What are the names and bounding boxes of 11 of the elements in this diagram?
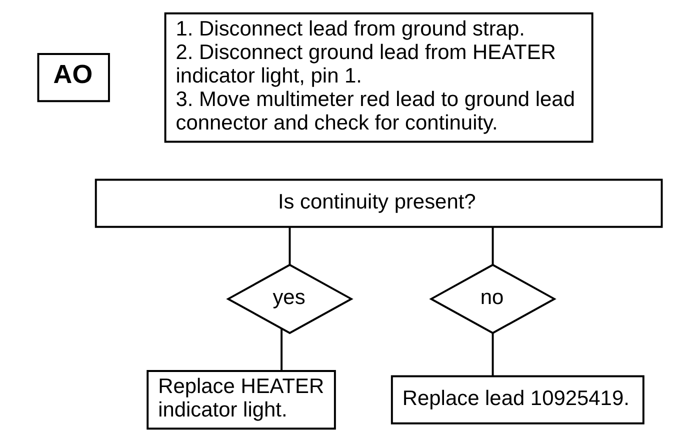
node-box: Is continuity present?	[94, 178, 662, 228]
connector	[288, 226, 290, 265]
connector	[491, 226, 494, 265]
node-box: AO	[36, 53, 110, 102]
node-diamond: no	[428, 264, 556, 334]
connector	[491, 333, 494, 376]
node-diamond: yes	[226, 264, 353, 334]
node-box: 1. Disconnect lead from ground strap. 2. Disconnect ground lead from HEATER indicator light, pin 1. 3. Move multimeter red lead to ground lead connector and check for continuity.	[164, 12, 593, 143]
connector	[280, 328, 282, 371]
node-box: Replace HEATER indicator light.	[146, 370, 336, 430]
node-box: Replace lead 10925419.	[390, 375, 644, 424]
